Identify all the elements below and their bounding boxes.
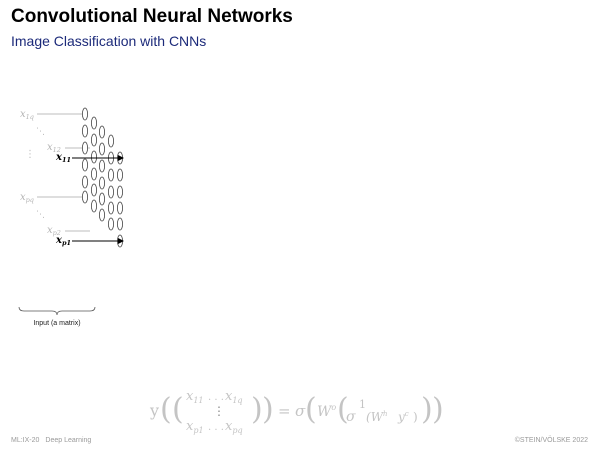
footer-section: Deep Learning bbox=[45, 437, 92, 444]
formula-ellipsis-top: . . . bbox=[208, 392, 224, 403]
slide-title: Convolutional Neural Networks bbox=[11, 6, 293, 27]
dots-diagonal-top: ⋱ bbox=[36, 127, 45, 137]
input-neuron bbox=[117, 168, 124, 182]
input-neuron bbox=[82, 107, 89, 121]
input-neuron bbox=[99, 208, 106, 222]
formula-ellipsis-bottom: . . . bbox=[208, 422, 224, 433]
formula-xpq: xpq bbox=[225, 419, 243, 435]
input-neuron bbox=[91, 167, 98, 181]
dots-vertical: ⋮ bbox=[25, 149, 35, 160]
input-neuron bbox=[117, 185, 124, 199]
formula-vdots: ⋮ bbox=[213, 404, 225, 418]
input-neuron bbox=[91, 199, 98, 213]
formula-xp1: xp1 bbox=[186, 419, 204, 435]
input-neuron bbox=[82, 175, 89, 189]
input-neuron bbox=[91, 116, 98, 130]
input-neuron bbox=[99, 125, 106, 139]
network-formula: y ( ( x11 . . . x1q ⋮ xp1 . . . xpq ) ) … bbox=[149, 389, 444, 435]
input-neuron bbox=[82, 158, 89, 172]
input-neuron bbox=[108, 134, 115, 148]
input-neuron bbox=[117, 201, 124, 215]
input-neuron bbox=[117, 217, 124, 231]
formula-Wh: (Wh bbox=[366, 410, 388, 424]
formula-paren-inner2-right: ) bbox=[421, 392, 433, 427]
dots-diagonal-bottom: ⋱ bbox=[36, 210, 45, 220]
formula-one: 1 bbox=[359, 398, 366, 411]
formula-paren-inner2-left: ( bbox=[337, 392, 349, 427]
label-x12: x12 bbox=[47, 142, 61, 154]
input-neuron bbox=[99, 142, 106, 156]
label-xpq: xpq bbox=[20, 192, 34, 204]
input-neuron bbox=[99, 176, 106, 190]
label-x11: x11 bbox=[55, 152, 71, 164]
formula-close-small: ) bbox=[413, 410, 418, 424]
formula-paren-inner-left: ( bbox=[172, 392, 184, 427]
label-xp1: xp1 bbox=[55, 235, 71, 247]
formula-x1q: x1q bbox=[225, 389, 243, 405]
input-neuron bbox=[91, 133, 98, 147]
footer-course: ML:IX-20 Deep Learning bbox=[11, 437, 91, 444]
input-neuron bbox=[91, 150, 98, 164]
formula-paren-sigma-left: ( bbox=[305, 392, 317, 427]
label-xp2: xp2 bbox=[47, 225, 61, 237]
formula-W-o: Wo bbox=[317, 403, 336, 420]
formula-sigma-outer: σ bbox=[295, 402, 306, 420]
footer-copyright: ©STEIN/VÖLSKE 2022 bbox=[514, 437, 588, 444]
formula-y: y bbox=[149, 401, 159, 420]
input-brace bbox=[18, 306, 96, 316]
formula-paren-outer-right: ) bbox=[262, 392, 274, 427]
formula-paren-inner-right: ) bbox=[251, 392, 263, 427]
input-neuron bbox=[108, 201, 115, 215]
input-neuron bbox=[108, 217, 115, 231]
label-x1q: x1q bbox=[20, 109, 34, 121]
slide-subtitle: Image Classification with CNNs bbox=[11, 33, 207, 49]
formula-sigma-inner: σ bbox=[346, 409, 356, 425]
input-neuron bbox=[99, 159, 106, 173]
formula-paren-outer-left: ( bbox=[160, 392, 172, 427]
input-neuron bbox=[91, 183, 98, 197]
formula-x11: x11 bbox=[186, 389, 204, 405]
formula-paren-sigma-right: ) bbox=[432, 392, 444, 427]
input-neuron bbox=[108, 168, 115, 182]
brace-caption: Input (a matrix) bbox=[33, 320, 80, 327]
input-neuron bbox=[108, 185, 115, 199]
formula-yc: yc bbox=[397, 410, 409, 424]
input-neuron bbox=[82, 190, 89, 204]
input-neuron bbox=[99, 192, 106, 206]
footer-course-id: ML:IX-20 bbox=[11, 437, 40, 444]
input-neuron-grid bbox=[82, 107, 124, 248]
input-neuron bbox=[82, 124, 89, 138]
input-neuron bbox=[82, 141, 89, 155]
formula-equals: = bbox=[278, 402, 291, 420]
